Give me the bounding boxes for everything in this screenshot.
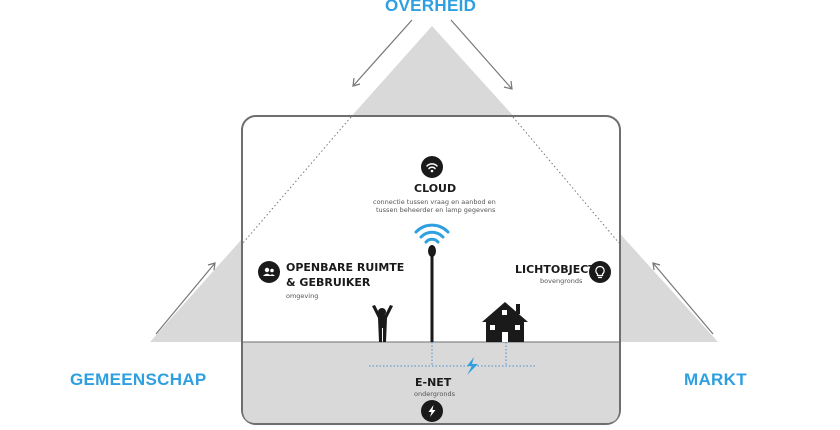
light-object-title: LICHTOBJECT — [515, 263, 596, 276]
public-space-title-line1: OPENBARE RUIMTE — [286, 261, 405, 274]
cloud-description-line2: tussen beheerder en lamp gegevens — [376, 206, 496, 214]
grid-subtitle: ondergronds — [414, 390, 456, 398]
cloud-description-line1: connectie tussen vraag en aanbod en — [373, 198, 496, 206]
lightbulb-icon — [589, 261, 611, 283]
person-figure — [372, 305, 393, 342]
wifi-icon — [421, 156, 443, 178]
arrowhead-top-right — [503, 80, 513, 90]
label-overheid: OVERHEID — [385, 0, 477, 15]
house-chimney — [516, 304, 520, 314]
label-markt: MARKT — [684, 370, 747, 389]
underground-area — [243, 342, 619, 423]
person-body — [372, 305, 393, 342]
wifi-arc-medium — [419, 230, 445, 239]
cloud-title: CLOUD — [414, 182, 457, 195]
arrowhead-left — [207, 262, 216, 271]
house-window — [515, 325, 520, 330]
arrow-top-left — [352, 19, 413, 87]
dotted-edge-right — [512, 116, 620, 244]
public-space-subtitle: omgeving — [286, 292, 319, 300]
arrow-top-right — [450, 19, 513, 90]
light-object-subtitle: bovengronds — [540, 277, 583, 285]
house-window — [490, 325, 495, 330]
house-door — [502, 332, 508, 342]
wifi-arc-large — [414, 223, 450, 234]
users-icon — [258, 261, 280, 283]
grid-title: E-NET — [415, 376, 452, 389]
lightning-symbol — [467, 357, 478, 375]
arrow-left — [155, 262, 216, 335]
house-body — [486, 320, 524, 342]
arrow-right — [652, 262, 714, 335]
lamp-head — [428, 245, 436, 257]
arrowhead-right — [652, 262, 661, 271]
house-window — [502, 310, 507, 315]
public-space-title-line2: & GEBRUIKER — [286, 276, 371, 289]
lamp-wifi-signal — [414, 223, 450, 244]
cycle-arrows — [155, 19, 714, 335]
arrowhead-top-left — [352, 77, 361, 87]
lightning-icon — [421, 400, 443, 422]
person-head — [378, 308, 386, 316]
house-figure — [482, 302, 528, 342]
label-gemeenschap: GEMEENSCHAP — [70, 370, 207, 389]
underground-connections — [369, 342, 536, 367]
wifi-arc-small — [424, 237, 440, 244]
